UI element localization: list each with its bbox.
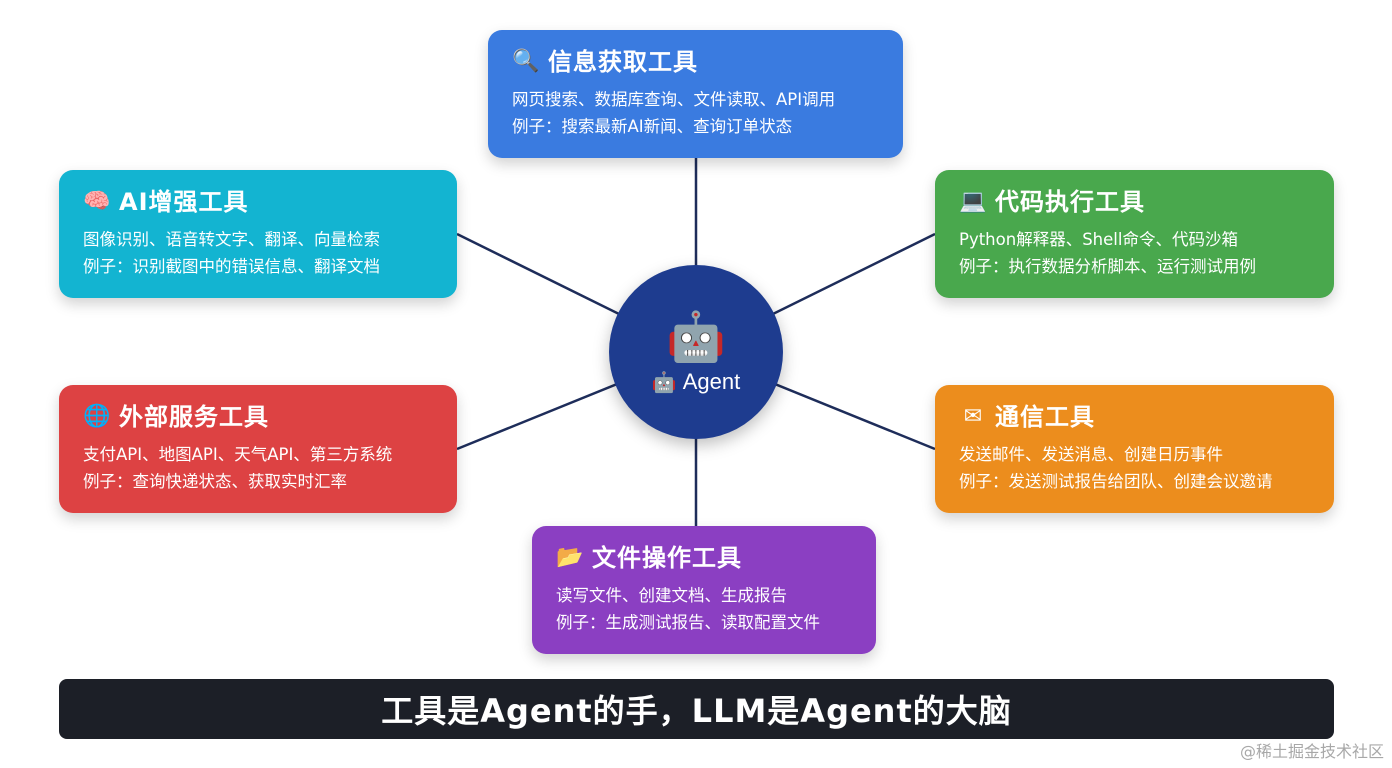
card-title: 文件操作工具 [592, 544, 742, 572]
summary-banner: 工具是Agent的手，LLM是Agent的大脑 [59, 679, 1334, 739]
card-desc: 图像识别、语音转文字、翻译、向量检索 [83, 230, 380, 249]
card-external-tools: 🌐 外部服务工具 支付API、地图API、天气API、第三方系统 例子：查询快递… [59, 385, 457, 513]
robot-icon: 🤖 [666, 309, 726, 365]
card-example: 例子：发送测试报告给团队、创建会议邀请 [959, 472, 1273, 491]
brain-icon: 🧠 [83, 189, 111, 214]
robot-small-icon: 🤖 [651, 370, 677, 394]
card-title: 代码执行工具 [995, 188, 1145, 216]
envelope-icon: ✉ [963, 404, 983, 429]
card-example: 例子：搜索最新AI新闻、查询订单状态 [512, 117, 793, 136]
card-desc: 网页搜索、数据库查询、文件读取、API调用 [512, 90, 836, 109]
card-example: 例子：生成测试报告、读取配置文件 [556, 613, 820, 632]
card-example: 例子：识别截图中的错误信息、翻译文档 [83, 257, 380, 276]
card-title: 信息获取工具 [548, 48, 698, 76]
card-file-tools: 📂 文件操作工具 读写文件、创建文档、生成报告 例子：生成测试报告、读取配置文件 [532, 526, 876, 654]
agent-label: Agent [682, 369, 741, 394]
card-title: 通信工具 [995, 403, 1095, 431]
card-desc: 发送邮件、发送消息、创建日历事件 [959, 445, 1223, 464]
card-communication-tools: ✉ 通信工具 发送邮件、发送消息、创建日历事件 例子：发送测试报告给团队、创建会… [935, 385, 1334, 513]
card-example: 例子：查询快递状态、获取实时汇率 [83, 472, 347, 491]
laptop-icon: 💻 [959, 189, 987, 214]
banner-text: 工具是Agent的手，LLM是Agent的大脑 [381, 692, 1012, 730]
card-code-tools: 💻 代码执行工具 Python解释器、Shell命令、代码沙箱 例子：执行数据分… [935, 170, 1334, 298]
watermark: @稀土掘金技术社区 [1239, 742, 1384, 761]
card-example: 例子：执行数据分析脚本、运行测试用例 [959, 257, 1256, 276]
card-info-tools: 🔍 信息获取工具 网页搜索、数据库查询、文件读取、API调用 例子：搜索最新AI… [488, 30, 903, 158]
magnifier-icon: 🔍 [512, 49, 540, 74]
card-title: 外部服务工具 [119, 403, 269, 431]
card-desc: 支付API、地图API、天气API、第三方系统 [83, 445, 393, 464]
open-folder-icon: 📂 [556, 545, 584, 570]
card-desc: Python解释器、Shell命令、代码沙箱 [959, 230, 1238, 249]
card-title: AI增强工具 [119, 188, 249, 216]
globe-icon: 🌐 [83, 404, 111, 429]
card-ai-tools: 🧠 AI增强工具 图像识别、语音转文字、翻译、向量检索 例子：识别截图中的错误信… [59, 170, 457, 298]
card-desc: 读写文件、创建文档、生成报告 [556, 586, 787, 605]
agent-node: 🤖 🤖 Agent [609, 265, 783, 439]
